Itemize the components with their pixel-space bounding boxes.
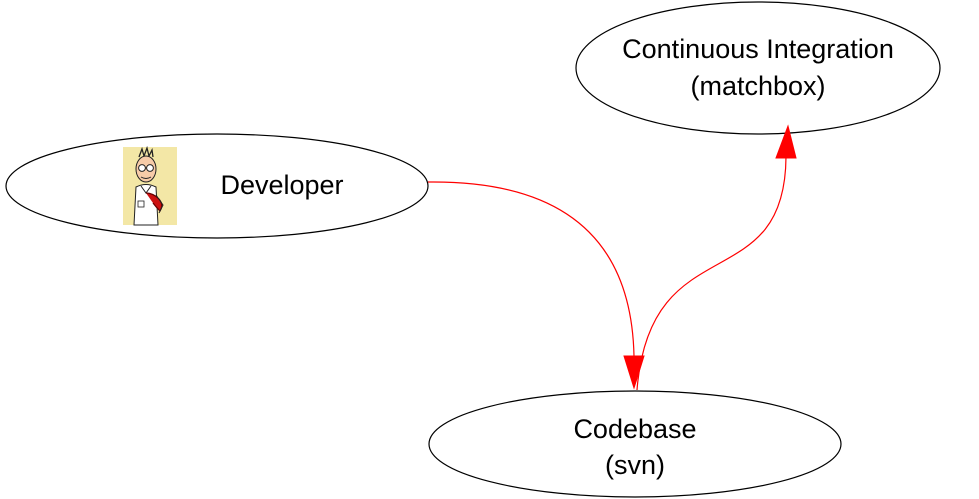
node-ci-label-line1: Continuous Integration [622, 34, 894, 64]
node-ci-label-line2: (matchbox) [690, 71, 825, 101]
edge-developer-to-codebase [427, 181, 645, 390]
edge-codebase-ci-arrowhead [775, 124, 797, 159]
node-codebase-label-line2: (svn) [605, 450, 665, 480]
node-developer: Developer [5, 133, 429, 239]
edge-codebase-to-ci [636, 124, 797, 391]
edge-developer-codebase-line [427, 181, 635, 357]
node-ci-ellipse [575, 1, 941, 135]
node-codebase-ellipse [428, 390, 842, 498]
node-developer-label: Developer [220, 170, 343, 200]
node-codebase-label-line1: Codebase [573, 414, 696, 444]
node-developer-ellipse [5, 133, 429, 239]
cartoon-engineer-icon [123, 145, 177, 226]
edge-codebase-ci-line [636, 156, 787, 391]
node-codebase: Codebase (svn) [428, 390, 842, 498]
node-continuous-integration: Continuous Integration (matchbox) [575, 1, 941, 135]
